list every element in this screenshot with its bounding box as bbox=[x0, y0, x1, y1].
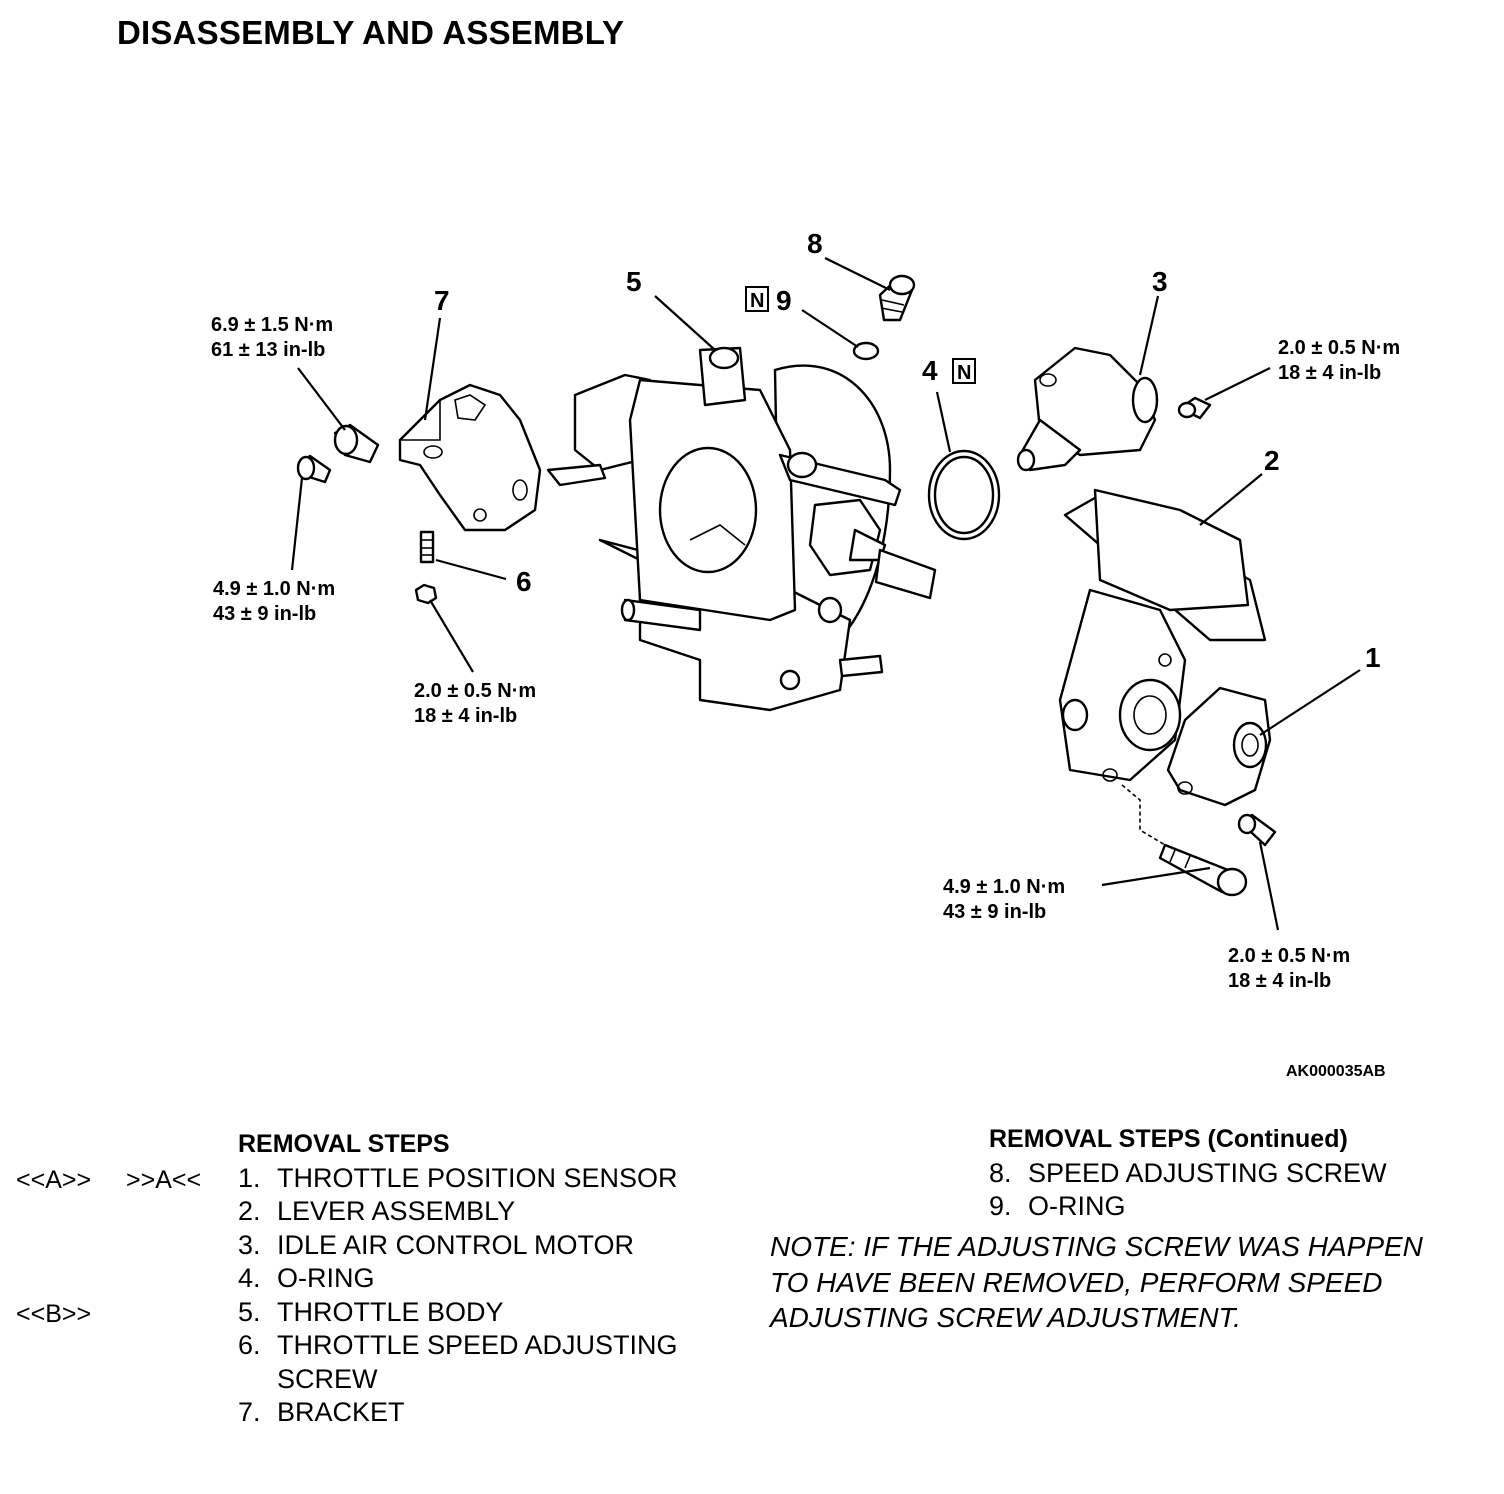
torque-tps: 2.0 ± 0.5 N·m bbox=[1228, 945, 1350, 967]
new-part-badge-4: N bbox=[952, 358, 976, 384]
step-item: 1.THROTTLE POSITION SENSOR bbox=[238, 1162, 678, 1193]
bracket-lower-bolt bbox=[296, 454, 332, 484]
torque-bracket-upper-inlb: 61 ± 13 in-lb bbox=[211, 339, 325, 361]
note-line: ADJUSTING SCREW ADJUSTMENT. bbox=[770, 1302, 1241, 1333]
removal-steps-left: REMOVAL STEPS 1.THROTTLE POSITION SENSOR… bbox=[238, 1128, 678, 1430]
adjustment-note: NOTE: IF THE ADJUSTING SCREW WAS HAPPEN … bbox=[770, 1229, 1490, 1336]
torque-bracket-upper: 6.9 ± 1.5 N·m bbox=[211, 314, 333, 336]
throttle-body-part bbox=[546, 346, 937, 712]
torque-iac-inlb: 18 ± 4 in-lb bbox=[1278, 362, 1381, 384]
torque-tps-inlb: 18 ± 4 in-lb bbox=[1228, 970, 1331, 992]
step-item-continuation: SCREW bbox=[277, 1363, 378, 1394]
service-marker-b-removal: <<B>> bbox=[16, 1300, 92, 1328]
o-ring-part bbox=[927, 449, 1001, 541]
throttle-position-sensor-part bbox=[1166, 686, 1272, 807]
callout-2: 2 bbox=[1264, 445, 1280, 476]
step-item: 3.IDLE AIR CONTROL MOTOR bbox=[238, 1229, 635, 1260]
lever-long-bolt bbox=[1158, 843, 1248, 897]
page-title: DISASSEMBLY AND ASSEMBLY bbox=[117, 14, 625, 51]
callout-1: 1 bbox=[1365, 642, 1381, 673]
speed-adjusting-screw-part bbox=[878, 274, 916, 322]
idle-air-control-motor-part bbox=[1016, 346, 1159, 472]
figure-code: AK000035AB bbox=[1286, 1063, 1386, 1080]
torque-nut6: 2.0 ± 0.5 N·m bbox=[414, 680, 536, 702]
step-item: 6.THROTTLE SPEED ADJUSTING bbox=[238, 1330, 678, 1360]
step-item: 2.LEVER ASSEMBLY bbox=[238, 1196, 516, 1226]
torque-bracket-lower: 4.9 ± 1.0 N·m bbox=[213, 578, 335, 600]
new-part-badge-9: N bbox=[745, 286, 769, 312]
callout-6: 6 bbox=[516, 566, 532, 597]
bracket-part bbox=[398, 383, 542, 532]
service-marker-a-install: >>A<< bbox=[126, 1166, 202, 1194]
service-marker-a-removal: <<A>> bbox=[16, 1166, 92, 1194]
callout-5: 5 bbox=[626, 266, 642, 297]
leader-lines bbox=[290, 257, 1361, 931]
step-item: 9.O-RING bbox=[989, 1191, 1126, 1221]
step-item: 4.O-RING bbox=[238, 1263, 375, 1293]
iac-screw bbox=[1177, 396, 1212, 420]
callout-4: 4 bbox=[922, 355, 938, 386]
torque-iac: 2.0 ± 0.5 N·m bbox=[1278, 337, 1400, 359]
removal-steps-right: REMOVAL STEPS (Continued) 8.SPEED ADJUST… bbox=[989, 1123, 1387, 1224]
lever-assembly-part bbox=[1058, 488, 1267, 782]
step-item: 7.BRACKET bbox=[238, 1397, 405, 1427]
removal-steps-continued-heading: REMOVAL STEPS (Continued) bbox=[989, 1125, 1348, 1153]
torque-lever-inlb: 43 ± 9 in-lb bbox=[943, 901, 1046, 923]
tps-small-screw bbox=[1237, 813, 1277, 847]
exploded-view-diagram: 7 5 8 N 9 4 N 3 2 1 6 6.9 ± 1.5 N·m 61 ±… bbox=[211, 228, 1400, 1080]
step-item: 8.SPEED ADJUSTING SCREW bbox=[989, 1157, 1387, 1188]
note-line: TO HAVE BEEN REMOVED, PERFORM SPEED bbox=[770, 1266, 1383, 1298]
callout-3: 3 bbox=[1152, 266, 1168, 297]
torque-nut6-inlb: 18 ± 4 in-lb bbox=[414, 705, 517, 727]
callout-7: 7 bbox=[434, 285, 450, 316]
svg-text:N: N bbox=[750, 290, 764, 312]
bracket-upper-bolt bbox=[333, 423, 380, 464]
removal-steps-heading: REMOVAL STEPS bbox=[238, 1130, 450, 1158]
small-o-ring-part bbox=[852, 341, 880, 361]
note-line: NOTE: IF THE ADJUSTING SCREW WAS HAPPEN bbox=[770, 1231, 1423, 1262]
torque-bracket-lower-inlb: 43 ± 9 in-lb bbox=[213, 603, 316, 625]
adjusting-screw-part bbox=[414, 530, 438, 605]
torque-lever: 4.9 ± 1.0 N·m bbox=[943, 876, 1065, 898]
callout-8: 8 bbox=[807, 228, 823, 259]
svg-text:N: N bbox=[957, 362, 971, 384]
step-item: 5.THROTTLE BODY bbox=[238, 1296, 504, 1327]
callout-9: 9 bbox=[776, 285, 792, 316]
